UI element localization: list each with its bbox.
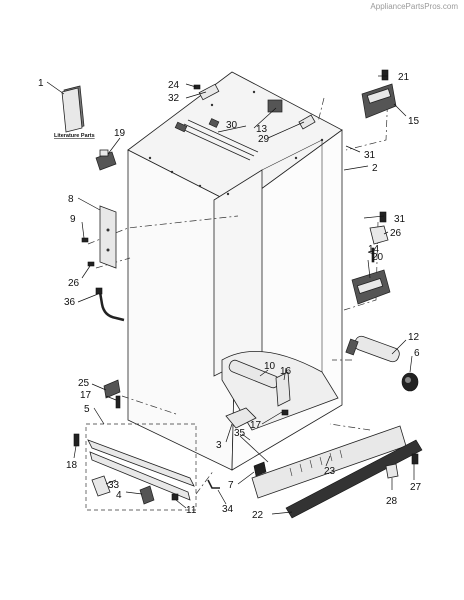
callout-10: 10 (264, 361, 276, 372)
callout-33: 33 (108, 480, 120, 491)
part-28-clip[interactable] (385, 463, 399, 479)
part-33-foot[interactable] (91, 475, 111, 497)
callout-14: 14 (368, 244, 380, 255)
literature-label: Literature Parts (54, 133, 95, 139)
leader-lines (46, 75, 415, 515)
callout-3: 3 (216, 440, 222, 451)
callout-31-right: 31 (394, 214, 406, 225)
part-21-screw[interactable] (381, 69, 389, 81)
callout-12: 12 (408, 332, 420, 343)
cabinet (127, 71, 343, 471)
part-25-bracket[interactable] (103, 379, 121, 399)
part-34-clip[interactable] (207, 479, 220, 489)
callout-26-right: 26 (390, 228, 402, 239)
part-6-knob[interactable] (401, 372, 419, 392)
callout-28: 28 (386, 496, 398, 507)
part-19-bracket[interactable] (95, 149, 117, 171)
callout-32: 32 (168, 93, 180, 104)
part-5-rail[interactable] (87, 439, 195, 501)
callout-30: 30 (226, 120, 238, 131)
hinge-plate (298, 114, 316, 130)
part-35-wire[interactable] (239, 435, 269, 463)
part-26-screw-left[interactable] (87, 261, 95, 267)
part-16-bracket[interactable] (275, 371, 291, 407)
callout-26-left: 26 (68, 278, 80, 289)
part-4-roller[interactable] (139, 485, 155, 505)
callout-1: 1 (38, 78, 44, 89)
control-box (267, 99, 283, 113)
callout-labels: 1 2 3 4 5 6 7 8 9 10 11 12 13 14 15 16 1… (38, 72, 422, 521)
callout-13: 13 (256, 124, 268, 135)
part-3-plate[interactable] (225, 407, 257, 429)
part-8-side-plate[interactable] (99, 205, 117, 269)
callout-15: 15 (408, 116, 420, 127)
callout-7: 7 (228, 480, 234, 491)
callout-4: 4 (116, 490, 122, 501)
callout-36: 36 (64, 297, 76, 308)
callout-9: 9 (70, 214, 76, 225)
callout-2: 2 (372, 163, 378, 174)
part-14-pin[interactable] (371, 247, 375, 263)
part-22-kickplate[interactable] (285, 439, 423, 519)
part-27-screw[interactable] (411, 453, 419, 465)
callout-31-top: 31 (364, 150, 376, 161)
callout-22: 22 (252, 510, 264, 521)
callout-17-center: 17 (250, 420, 262, 431)
callout-25: 25 (78, 378, 90, 389)
callout-24: 24 (168, 80, 180, 91)
part-11-screw[interactable] (171, 493, 179, 501)
callout-17-left: 17 (80, 390, 92, 401)
callout-34: 34 (222, 504, 234, 515)
part-36-tube[interactable] (95, 287, 125, 322)
part-17-screw-center[interactable] (281, 409, 289, 416)
callout-19: 19 (114, 128, 126, 139)
part-17-screw-left[interactable] (115, 395, 121, 409)
part-7-clip[interactable] (253, 461, 267, 477)
wire-harness (174, 118, 259, 161)
callout-29: 29 (258, 134, 270, 145)
part-18-screw[interactable] (73, 433, 80, 447)
part-20-lower-hinge[interactable] (351, 269, 391, 305)
watermark: AppliancePartsPros.com (370, 2, 458, 11)
callout-5: 5 (84, 404, 90, 415)
part-24-screw[interactable] (193, 84, 201, 90)
part-15-hinge[interactable] (361, 83, 397, 119)
part-9-screw[interactable] (81, 237, 89, 243)
part-12-cylinder[interactable] (345, 335, 401, 364)
literature-parts[interactable]: Literature Parts (54, 85, 95, 139)
top-bracket (198, 83, 220, 101)
part-26-cap[interactable] (369, 225, 389, 245)
part-31-screw-right[interactable] (379, 211, 387, 223)
callout-23: 23 (324, 466, 336, 477)
callout-35: 35 (234, 428, 246, 439)
callout-16: 16 (280, 366, 292, 377)
callout-21: 21 (398, 72, 410, 83)
callout-11: 11 (186, 505, 197, 516)
callout-6: 6 (414, 348, 420, 359)
callout-27: 27 (410, 482, 422, 493)
callout-8: 8 (68, 194, 74, 205)
callout-18: 18 (66, 460, 78, 471)
callout-20: 20 (372, 252, 384, 263)
top-screws (148, 90, 324, 196)
